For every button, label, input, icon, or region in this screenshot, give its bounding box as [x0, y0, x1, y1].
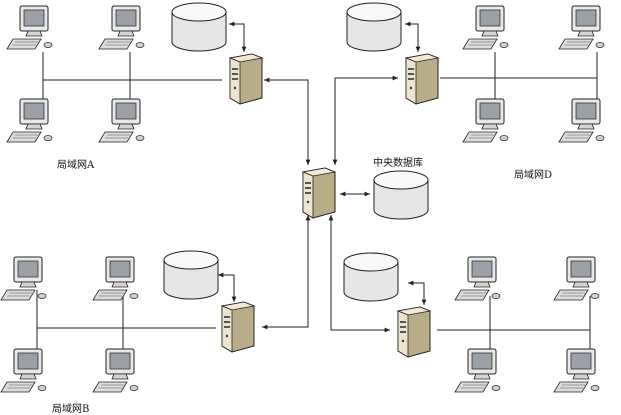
desktop-computer-icon	[558, 5, 608, 57]
server-tower-icon	[222, 52, 266, 110]
desktop-computer-icon	[6, 98, 56, 150]
desktop-computer-icon	[92, 348, 142, 400]
database-cylinder-icon	[170, 2, 228, 58]
lan-d-label: 局域网D	[514, 170, 553, 181]
database-cylinder-icon	[162, 250, 220, 306]
desktop-computer-icon	[462, 5, 512, 57]
desktop-computer-icon	[454, 256, 504, 308]
database-cylinder-icon	[342, 252, 400, 308]
desktop-computer-icon	[6, 5, 56, 57]
server-tower-icon	[390, 305, 434, 363]
desktop-computer-icon	[558, 98, 608, 150]
server-tower-icon	[398, 52, 442, 110]
desktop-computer-icon	[0, 348, 50, 400]
central-db-label: 中央数据库	[373, 158, 423, 169]
desktop-computer-icon	[454, 348, 504, 400]
desktop-computer-icon	[0, 256, 50, 308]
lan-a-label: 局域网A	[57, 160, 95, 171]
desktop-computer-icon	[98, 5, 148, 57]
central-server-icon	[295, 166, 339, 224]
desktop-computer-icon	[553, 256, 603, 308]
desktop-computer-icon	[553, 348, 603, 400]
server-tower-icon	[214, 300, 258, 358]
desktop-computer-icon	[92, 256, 142, 308]
desktop-computer-icon	[98, 98, 148, 150]
central-database-icon	[372, 170, 430, 226]
desktop-computer-icon	[462, 98, 512, 150]
database-cylinder-icon	[345, 2, 403, 58]
